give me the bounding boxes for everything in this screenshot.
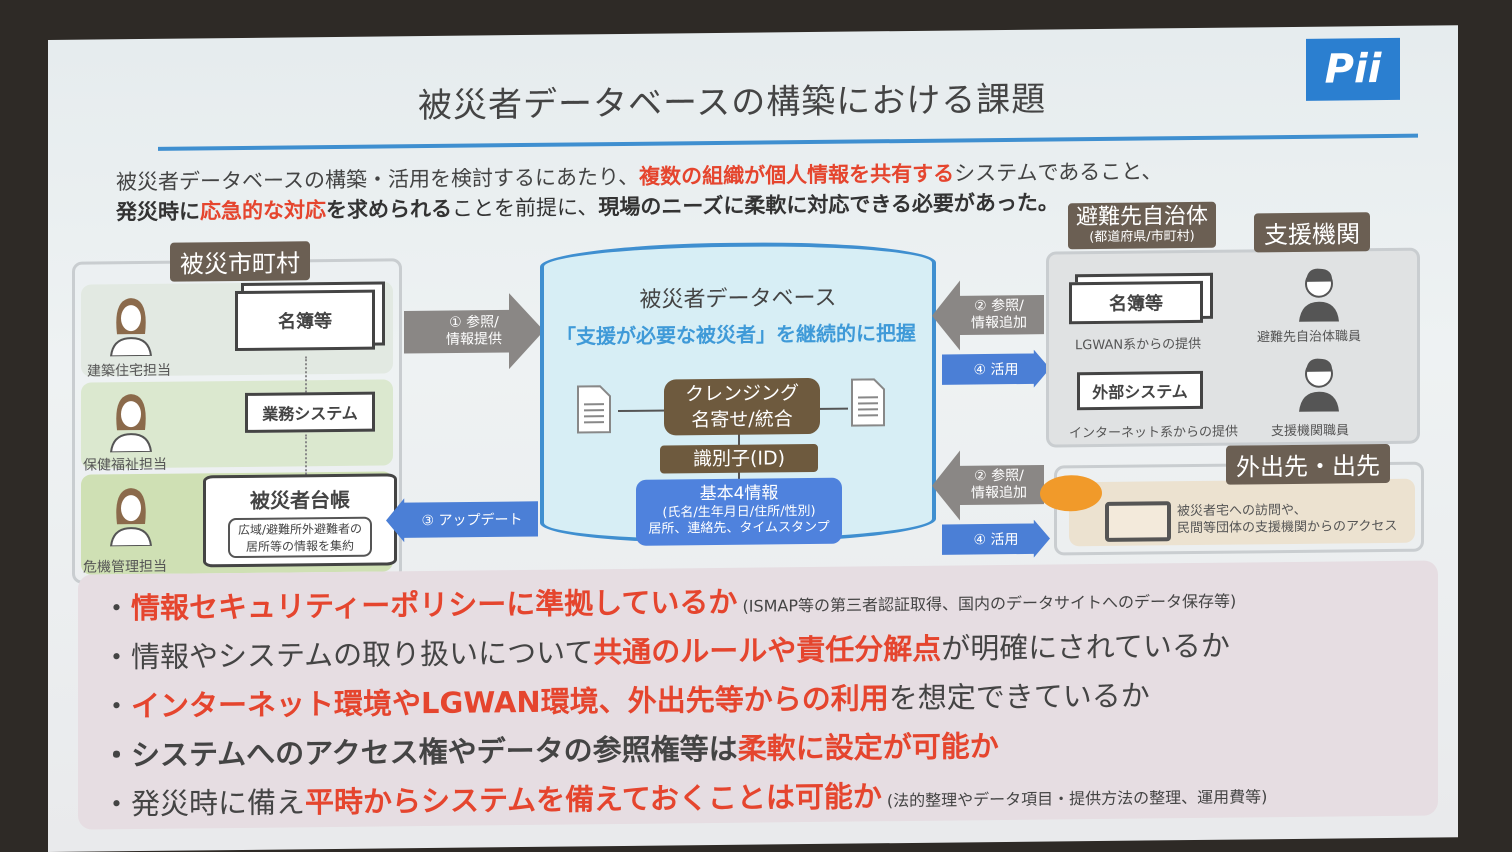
arrow-label: 情報追加 (971, 484, 1027, 502)
staff-label: 支援機関職員 (1271, 423, 1350, 440)
arrow-utilize: ④ 活用 (942, 350, 1050, 389)
disaster-victim-ledger: 被災者台帳 広域/避難所外避難者の 居所等の情報を集約 (203, 473, 397, 568)
issue-text: ・システムへのアクセス権やデータの参照権等は (102, 731, 738, 773)
outing-tag: 外出先・出先 (1226, 443, 1390, 485)
intro-highlight: 応急的な対応 (200, 198, 326, 224)
arrow-label: 情報提供 (446, 331, 502, 348)
external-label: インターネット系からの提供 (1069, 424, 1239, 442)
evacuation-tag-title: 避難先自治体 (1076, 203, 1209, 231)
arrow-label: ② 参照/ (974, 297, 1024, 315)
presentation-slide: Pii 被災者データベースの構築における課題 被災者データベースの構築・活用を検… (48, 25, 1458, 852)
arrow-update: ③ アップデート (386, 497, 538, 543)
municipality-panel: 建築住宅担当 保健福祉担当 危機管理担当 名簿等 業務システム 被災者台帳 広域… (72, 258, 402, 584)
evacuation-panel: 名簿等 LGWAN系からの提供 外部システム インターネット系からの提供 避難先… (1046, 247, 1420, 448)
arrow-label: ① 参照/ (449, 314, 499, 331)
intro-text: 被災者データベースの構築・活用を検討するにあたり、複数の組織が個人情報を共有する… (116, 156, 1162, 227)
issue-text: ・ (102, 689, 132, 724)
ledger-sub: 居所等の情報を集約 (245, 538, 354, 554)
arrow-utilize: ④ 活用 (942, 520, 1050, 559)
document-icon (577, 385, 611, 434)
external-system-box: 外部システム (1077, 370, 1203, 411)
basic-info-line: 居所、連絡先、タイムスタンプ (648, 519, 830, 537)
issues-list: ・情報セキュリティーポリシーに準拠しているか (ISMAP等の第三者認証取得、国… (78, 560, 1438, 830)
arrow-reference-provide: ① 参照/情報提供 (404, 293, 544, 370)
intro-text-part: システムであること、 (954, 159, 1163, 186)
basic-info-title: 基本4情報 (699, 483, 779, 505)
arrow-label: ③ アップデート (421, 512, 523, 530)
staff-label: 避難先自治体職員 (1257, 329, 1362, 346)
evacuation-tag-sub: (都道府県/市町村) (1089, 228, 1195, 246)
issue-text: が明確にされているか (941, 628, 1230, 666)
registry-label: LGWAN系からの提供 (1075, 336, 1202, 354)
cleansing-box: クレンジング 名寄せ/統合 (664, 377, 820, 436)
tablet-icon (1105, 501, 1171, 542)
outing-text: 被災者宅への訪問や、 民間等団体の支援機関からのアクセス (1177, 501, 1397, 537)
dotted-connector (305, 356, 307, 393)
issue-text: を想定できているか (888, 678, 1150, 716)
intro-highlight: 複数の組織が個人情報を共有する (639, 161, 955, 189)
issue-note: (ISMAP等の第三者認証取得、国内のデータサイトへのデータ保存等) (737, 591, 1237, 616)
female-staff-icon (109, 394, 153, 453)
database-subtitle: 「支援が必要な被災者」を継続的に把握 (556, 320, 916, 349)
issue-text: ・ (102, 591, 132, 626)
document-icon (851, 378, 885, 427)
business-system-box: 業務システム (245, 391, 375, 433)
issue-text: ・情報やシステムの取り扱いについて (102, 635, 594, 675)
evacuation-tag: 避難先自治体 (都道府県/市町村) (1068, 201, 1217, 250)
intro-text-part: 発災時に (116, 199, 200, 225)
dotted-connector (305, 434, 307, 475)
issue-text: ・発災時に備え (102, 785, 306, 822)
arrow-label: 情報追加 (971, 314, 1027, 332)
slide-title: 被災者データベースの構築における課題 (418, 79, 1047, 127)
male-staff-icon (1299, 358, 1339, 412)
registry-document: 名簿等 (235, 289, 375, 352)
ledger-sub: 広域/避難所外避難者の (237, 521, 363, 537)
staff-label: 保健福祉担当 (83, 456, 167, 474)
intro-text-part: 被災者データベースの構築・活用を検討するにあたり、 (116, 164, 640, 195)
municipality-tag: 被災市町村 (170, 241, 310, 282)
arrow-label: ④ 活用 (973, 361, 1019, 379)
staff-label: 建築住宅担当 (87, 362, 171, 380)
issue-highlight: 情報セキュリティーポリシーに準拠しているか (131, 584, 738, 626)
arrow-reference-add: ② 参照/情報追加 (932, 450, 1044, 521)
female-staff-icon (109, 298, 153, 357)
title-underline (158, 133, 1418, 151)
identifier-box: 識別子(ID) (660, 443, 818, 474)
arrow-label: ④ 活用 (973, 531, 1019, 549)
issue-highlight: 平時からシステムを備えておくことは可能か (305, 779, 882, 820)
intro-text-part: 現場のニーズに柔軟に対応できる必要があった。 (598, 190, 1059, 220)
intro-text-part: を求められる (326, 196, 452, 223)
issue-highlight: 柔軟に設定が可能か (737, 729, 999, 766)
male-staff-icon (1299, 268, 1339, 322)
intro-text-part: ことを前提に、 (452, 195, 599, 221)
logo: Pii (1306, 37, 1400, 101)
female-staff-icon (109, 488, 153, 547)
issue-note: (法的整理やデータ項目・提供方法の整理、運用費等) (881, 787, 1268, 811)
issue-highlight: インターネット環境やLGWAN環境、外出先等からの利用 (131, 681, 889, 724)
ledger-title: 被災者台帳 (250, 487, 350, 513)
support-org-tag: 支援機関 (1254, 212, 1370, 253)
outing-text-line: 民間等団体の支援機関からのアクセス (1177, 518, 1398, 537)
cleansing-line: クレンジング (684, 382, 799, 406)
database-title: 被災者データベース (639, 285, 837, 313)
arrow-reference-add: ② 参照/情報追加 (932, 280, 1044, 351)
logo-text: Pii (1324, 46, 1382, 93)
issue-highlight: 共通のルールや責任分解点 (593, 631, 942, 670)
arrow-label: ② 参照/ (974, 467, 1024, 485)
registry-document: 名簿等 (1069, 280, 1203, 325)
cleansing-line: 名寄せ/統合 (691, 408, 793, 432)
basic-info-box: 基本4情報 (氏名/生年月日/住所/性別) 居所、連絡先、タイムスタンプ (636, 477, 842, 546)
